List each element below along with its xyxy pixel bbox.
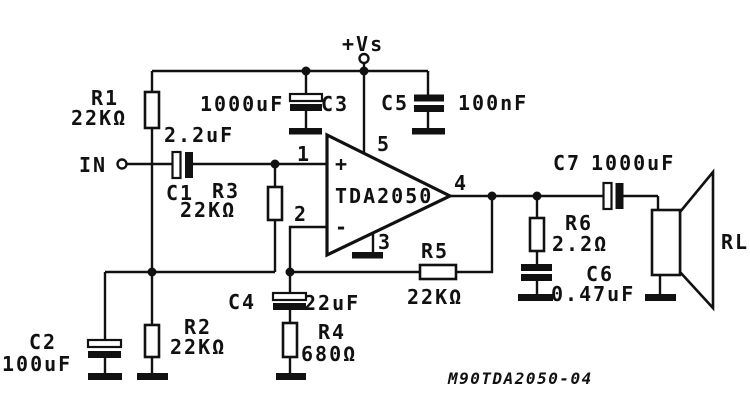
- c4-ref-label: C4: [228, 290, 256, 314]
- c2-ground: [88, 373, 122, 380]
- junction-dot: [487, 191, 497, 201]
- c1-ref-label: C1: [166, 181, 194, 205]
- c3-plus-plate: [288, 92, 324, 103]
- r1-resistor-body: [143, 90, 161, 130]
- tda2050-opamp: TDA2050 + - 1 2 3 4 5: [294, 132, 466, 258]
- bias-rail-wire: [103, 270, 275, 373]
- c2-value-label: 100uF: [2, 352, 72, 376]
- c3-value-label: 1000uF: [200, 92, 284, 116]
- doc-code-label: M90TDA2050-04: [447, 369, 593, 388]
- r2-ref-label: R2: [184, 315, 212, 339]
- r2-resistor-body: [143, 323, 161, 359]
- r6-resistor-body: [528, 216, 546, 253]
- junction-dot: [532, 191, 542, 201]
- resistors: [143, 90, 546, 359]
- c3-ground: [289, 128, 322, 135]
- r4-ref-label: R4: [318, 320, 346, 344]
- supply-terminal: [358, 52, 370, 65]
- ic-name-label: TDA2050: [335, 184, 433, 208]
- c6-ground: [518, 294, 553, 301]
- c5-ref-label: C5: [381, 91, 409, 115]
- r2-value-label: 22KΩ: [170, 335, 226, 359]
- junction-dot: [285, 267, 295, 277]
- pin1-label: 1: [297, 142, 309, 166]
- noninverting-mark: +: [335, 152, 347, 176]
- input-label: IN: [79, 153, 107, 177]
- load-label: RL: [721, 230, 749, 254]
- c2-plus-plate: [86, 338, 123, 349]
- r5-ref-label: R5: [421, 239, 449, 263]
- c3-minus-plate: [290, 104, 322, 111]
- c7-minus-plate: [615, 183, 624, 209]
- c6-top-plate: [521, 264, 552, 271]
- pin2-label: 2: [294, 202, 306, 226]
- inverting-input-wire: [288, 225, 327, 272]
- c7-ref-label: C7: [553, 151, 581, 175]
- input-terminal: [116, 158, 128, 170]
- r4-ground: [276, 373, 306, 380]
- c6-bottom-plate: [521, 274, 552, 281]
- r2-ground: [137, 373, 168, 380]
- inverting-mark: -: [335, 215, 347, 239]
- c2-ref-label: C2: [29, 330, 57, 354]
- feedback-wire: [290, 196, 494, 274]
- speaker: [650, 168, 715, 312]
- c5-top-plate: [414, 94, 444, 102]
- r5-resistor-body: [418, 263, 458, 281]
- c4-minus-plate: [273, 303, 306, 310]
- pin5-label: 5: [377, 132, 389, 156]
- c5-value-label: 100nF: [458, 91, 528, 115]
- wires: [103, 63, 662, 374]
- speaker-cone: [678, 168, 715, 312]
- c4-value-label: 22uF: [304, 291, 360, 315]
- opamp-triangle: [325, 132, 454, 258]
- speaker-ground: [645, 294, 676, 301]
- junction-dot: [147, 267, 157, 277]
- c7-value-label: 1000uF: [591, 151, 675, 175]
- output-wire: [450, 194, 660, 210]
- speaker-driver: [650, 208, 682, 277]
- ground-symbols: [88, 128, 676, 380]
- r3-value-label: 22KΩ: [180, 198, 236, 222]
- junction-dot: [301, 66, 311, 76]
- r1-ref-label: R1: [91, 86, 119, 110]
- r5-value-label: 22KΩ: [407, 285, 463, 309]
- r1-value-label: 22KΩ: [71, 106, 127, 130]
- supply-label: +Vs: [342, 32, 384, 56]
- r3-ref-label: R3: [212, 179, 240, 203]
- c6-ref-label: C6: [586, 262, 614, 286]
- pin4-label: 4: [454, 171, 466, 195]
- pin3-ground: [352, 252, 383, 259]
- c5-ground: [412, 128, 445, 135]
- c6-value-label: 0.47uF: [551, 282, 635, 306]
- r3-resistor-body: [266, 185, 284, 222]
- c5-bottom-plate: [414, 105, 444, 112]
- c1-plus-plate: [171, 150, 182, 180]
- r6-value-label: 2.2Ω: [552, 232, 608, 256]
- pin3-label: 3: [378, 230, 390, 254]
- c4-plus-plate: [271, 291, 308, 302]
- junction-dot: [270, 159, 280, 169]
- junctions: [116, 52, 542, 277]
- capacitors: [86, 92, 624, 358]
- r4-value-label: 680Ω: [301, 342, 357, 366]
- c3-ref-label: C3: [321, 92, 349, 116]
- c1-minus-plate: [185, 152, 193, 178]
- r6-ref-label: R6: [565, 211, 593, 235]
- junction-dot: [359, 66, 369, 76]
- c1-value-label: 2.2uF: [164, 123, 234, 147]
- r4-resistor-body: [281, 321, 299, 359]
- c7-plus-plate: [602, 181, 613, 211]
- c2-minus-plate: [88, 351, 121, 358]
- labels: +Vs IN RL R1 22KΩ 1000uF C3 C5 100nF 2.2…: [2, 32, 749, 388]
